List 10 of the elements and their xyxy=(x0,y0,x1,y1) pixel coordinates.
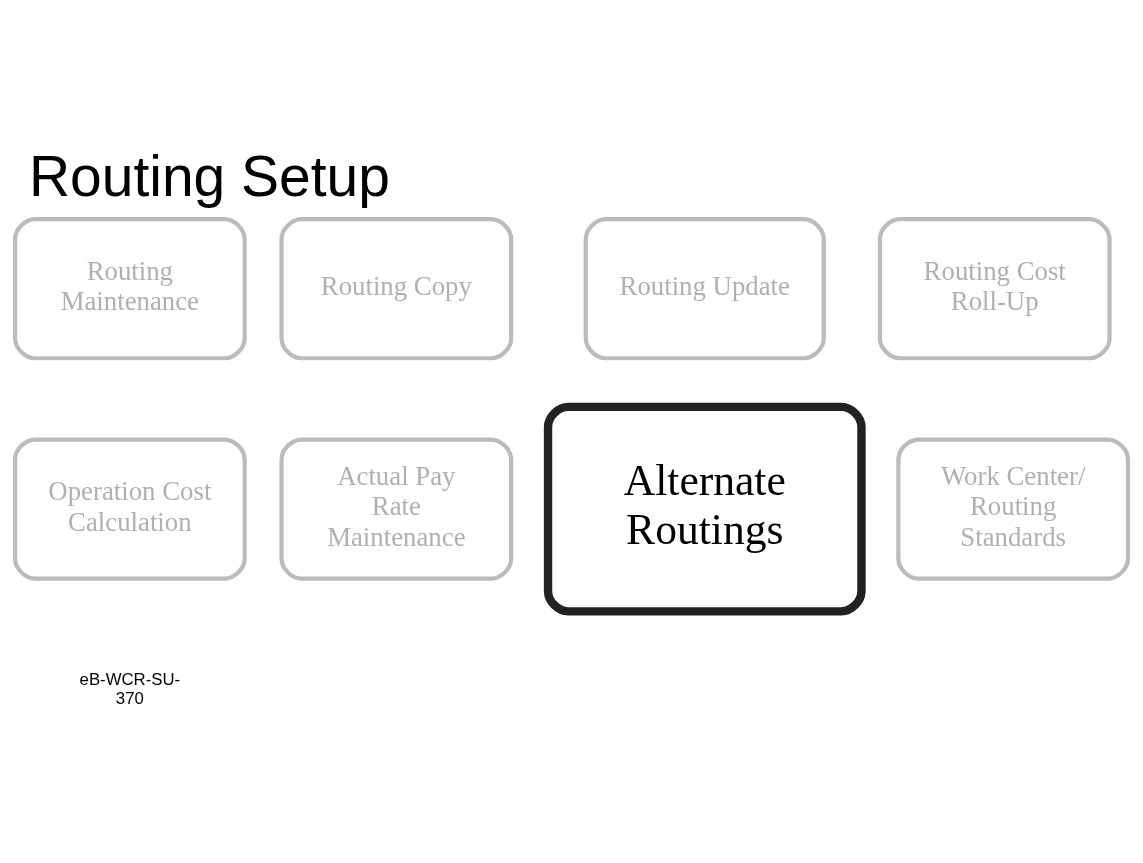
node-box: Actual Pay Rate Maintenance xyxy=(279,436,514,581)
node-box: Operation Cost Calculation xyxy=(12,436,247,581)
diagram-title: Routing Setup xyxy=(28,143,390,208)
node-box: Routing Cost Roll-Up xyxy=(877,216,1112,360)
node-box: Routing Copy xyxy=(279,216,514,360)
label: eB-WCR-SU- 370 xyxy=(79,669,181,708)
node-box: Routing Update xyxy=(583,216,826,360)
node-box: Work Center/ Routing Standards xyxy=(896,436,1131,581)
node-box: Routing Maintenance xyxy=(12,216,247,360)
node-box: Alternate Routings xyxy=(543,402,866,616)
